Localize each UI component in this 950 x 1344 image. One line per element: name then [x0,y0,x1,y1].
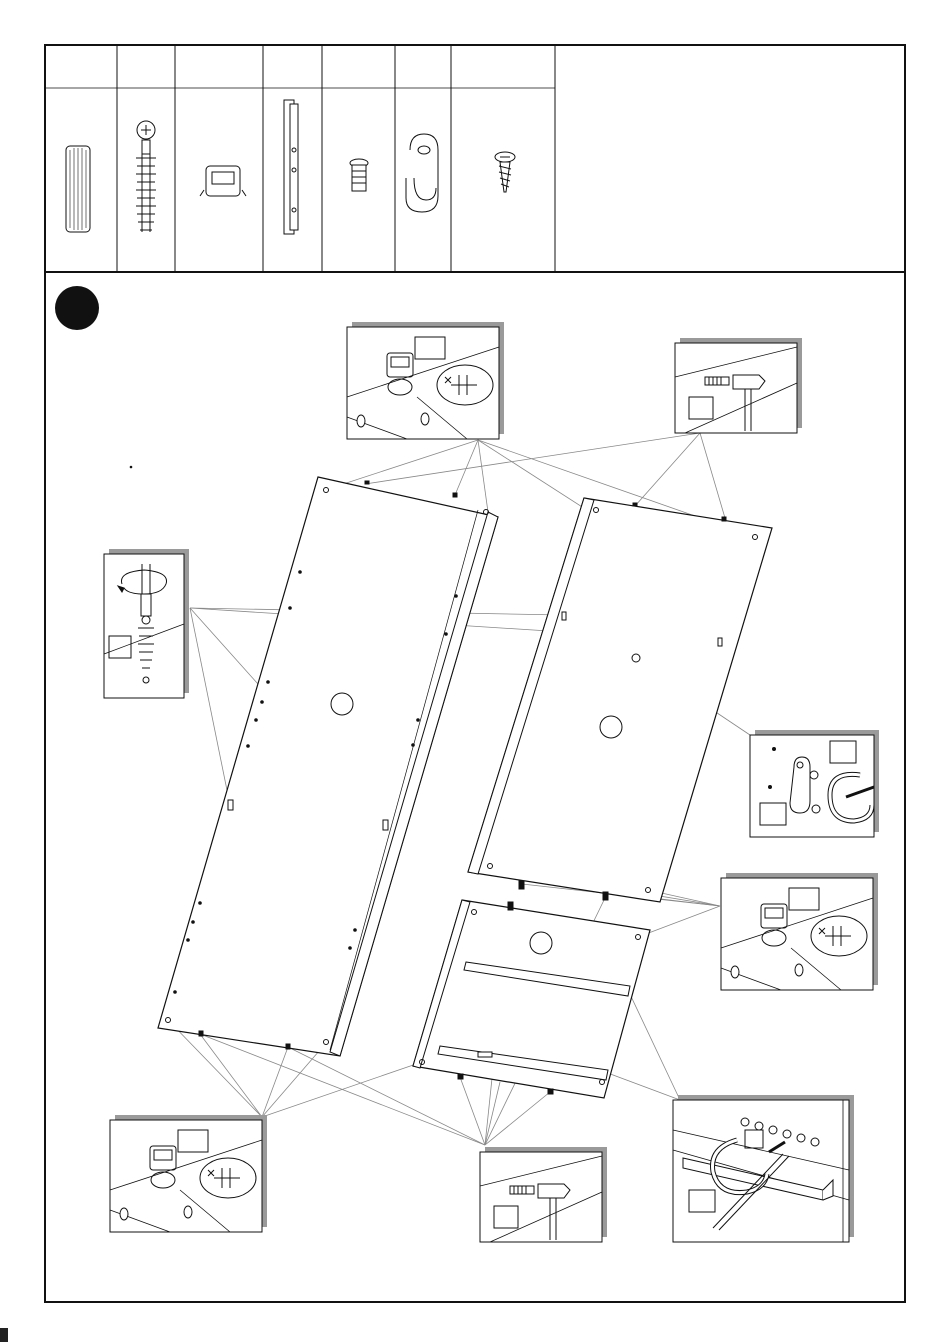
callout-dowel-hammer-bottom [480,1147,607,1242]
step-badge [55,286,99,330]
panel-right-side [468,498,772,902]
hanger-bracket-icon [406,134,438,212]
callout-bracket-right [750,730,879,837]
drawer-runner-icon [284,100,298,234]
parts-table [45,45,905,272]
callout-dowel-hammer-top [675,338,802,433]
callout-camlock-top [347,322,504,439]
insert-nut-icon [350,159,368,191]
wooden-dowel-icon [66,146,90,232]
cam-lock-icon [200,166,246,196]
page-number [0,1328,8,1342]
callout-camlock-bottom-left [110,1115,267,1232]
callout-camlock-mid-right [721,873,878,990]
cam-bolt-icon [136,121,156,232]
wood-screw-icon [495,152,515,192]
callout-runner-screw-bottom-right [673,1095,854,1242]
callout-cambolt-screw-left [104,549,189,698]
panel-bottom [413,881,650,1098]
